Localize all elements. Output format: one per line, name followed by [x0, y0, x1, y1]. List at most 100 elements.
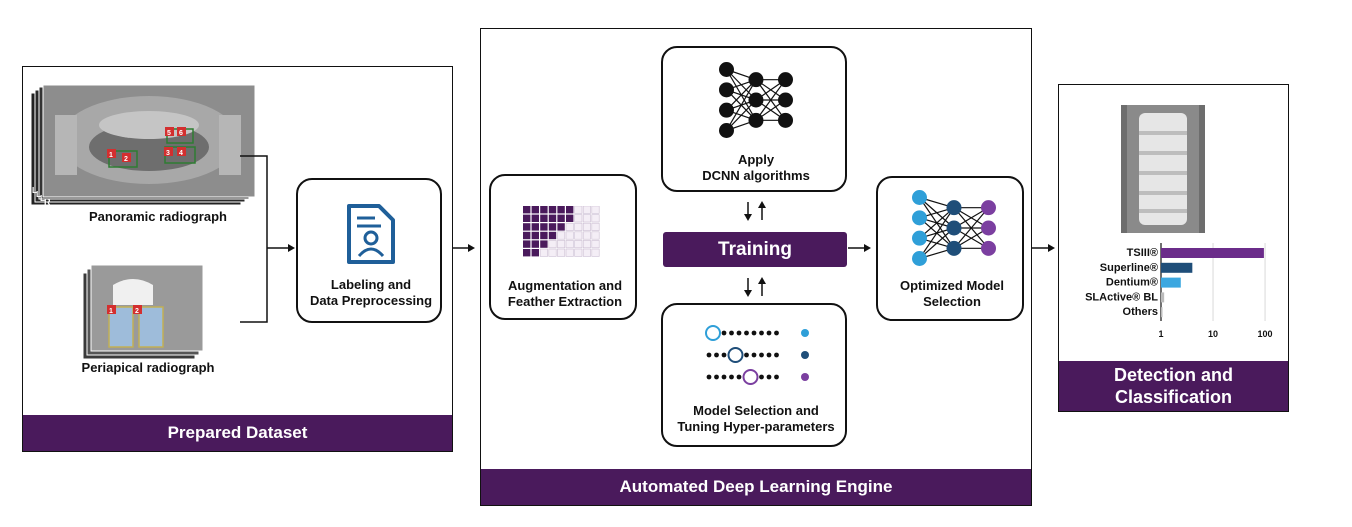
grid-cell	[523, 249, 531, 257]
tuning-dot	[759, 330, 764, 336]
colored-neural-network-icon	[912, 190, 996, 266]
grid-cell	[548, 206, 557, 214]
nn-node	[719, 62, 734, 77]
grid-cell	[557, 206, 565, 214]
arrow-icon	[848, 244, 871, 252]
labeling-box: Labeling and Data Preprocessing	[296, 178, 442, 323]
grid-cell	[531, 223, 539, 231]
training-bar: Training	[663, 232, 847, 267]
grid-cell	[548, 231, 557, 240]
bar	[1161, 307, 1163, 318]
grid-cell	[540, 240, 548, 248]
tuning-dot	[766, 374, 772, 380]
category-label: TSIII®	[1127, 247, 1158, 259]
optimized-model-box: Optimized Model Selection	[876, 176, 1024, 321]
nn-edge	[919, 227, 955, 259]
tuning-dot	[729, 374, 734, 380]
nn-edge	[919, 207, 955, 239]
grid-cell	[548, 223, 557, 231]
tuning-dot	[774, 374, 779, 380]
nn-node	[981, 240, 996, 256]
dcnn-box: Apply DCNN algorithms	[661, 46, 847, 192]
x-tick-label: 10	[1208, 329, 1218, 339]
peri-marker: 1	[109, 308, 113, 315]
grid-cell	[591, 214, 600, 223]
prepared-dataset-panel: 1 2 3 4 5 6 L L L R Panoramic radiograph…	[22, 66, 453, 452]
grid-cell	[582, 214, 591, 223]
grid-cell	[557, 214, 565, 222]
tuning-dot	[721, 330, 727, 336]
grid-cell	[523, 206, 531, 214]
prepared-dataset-banner: Prepared Dataset	[23, 415, 452, 451]
augmentation-label: Augmentation and Feather Extraction	[507, 278, 623, 309]
nn-edge	[919, 207, 955, 259]
grid-cell	[574, 206, 583, 214]
tuning-dot	[706, 352, 712, 358]
bar	[1161, 262, 1193, 273]
nn-node	[946, 200, 962, 216]
tuning-dot	[766, 352, 772, 358]
bar	[1161, 277, 1181, 288]
grid-cell	[557, 231, 566, 240]
grid-cell	[531, 240, 539, 248]
tuning-dot	[774, 330, 779, 336]
nn-edge	[725, 79, 757, 131]
grid-cell	[591, 206, 600, 214]
tuning-dot	[774, 352, 779, 358]
tuning-dot	[751, 352, 757, 358]
grid-cell	[523, 223, 531, 231]
grid-cell	[582, 231, 591, 240]
grid-cell	[565, 222, 574, 231]
optimized-label: Optimized Model Selection	[900, 278, 1004, 309]
grid-cell	[582, 248, 591, 257]
grid-cell	[574, 214, 583, 223]
nn-node	[719, 82, 734, 98]
stack-letter: L	[36, 190, 41, 199]
nn-node	[719, 102, 734, 118]
nn-edge	[953, 207, 989, 249]
tuning-dot	[751, 330, 757, 336]
nn-node	[748, 72, 764, 88]
stack-letter: R	[44, 197, 51, 207]
grid-cell	[531, 214, 539, 222]
up-down-arrows-icon	[744, 277, 766, 297]
bar	[1161, 248, 1264, 258]
tuning-dot	[729, 330, 734, 336]
nn-node	[719, 123, 734, 138]
arrow-icon	[1032, 244, 1055, 252]
grid-cell	[540, 214, 548, 222]
grid-cell	[574, 240, 583, 249]
nn-node	[748, 112, 764, 128]
nn-node	[912, 190, 927, 205]
model-selection-box: Model Selection and Tuning Hyper-paramet…	[661, 303, 847, 447]
nn-node	[778, 72, 793, 88]
category-label: Dentium®	[1106, 277, 1158, 289]
bar	[1161, 292, 1165, 303]
panoramic-radiograph-image: 1 2 3 4 5 6 L L L R	[30, 85, 256, 207]
grid-cell	[523, 240, 531, 248]
nn-node	[946, 220, 962, 236]
tuning-dot	[744, 330, 749, 336]
nn-node	[912, 230, 927, 246]
nn-edge	[755, 79, 786, 121]
grid-cell	[566, 214, 574, 222]
grid-cell	[531, 231, 539, 240]
tuning-highlight	[727, 347, 744, 363]
grid-cell	[582, 240, 591, 249]
grid-cell	[591, 231, 600, 240]
grid-cell	[565, 240, 574, 249]
category-label: Others	[1123, 306, 1158, 318]
nn-node	[946, 240, 962, 256]
augmentation-grid-icon	[523, 206, 600, 257]
grid-cell	[531, 249, 539, 257]
tuning-dot	[744, 352, 749, 358]
hyperparameter-tuning-icon	[705, 325, 809, 385]
tuning-highlight	[742, 369, 759, 385]
grid-cell	[548, 248, 557, 257]
up-down-arrows-icon	[744, 201, 766, 221]
category-label: Superline®	[1100, 262, 1158, 274]
dcnn-label: Apply DCNN algorithms	[702, 152, 810, 183]
neural-network-icon	[719, 62, 793, 138]
peri-marker: 2	[135, 308, 139, 315]
